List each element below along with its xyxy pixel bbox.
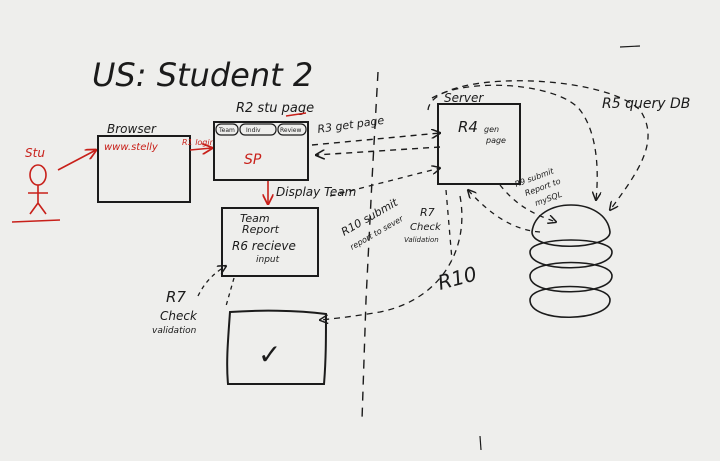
tab-team: Team <box>215 123 239 136</box>
db-layer-2 <box>529 239 613 269</box>
diagram-title: US: Student 2 <box>92 56 313 94</box>
r5-arc-outer <box>427 80 649 210</box>
browser-to-page-arrow <box>189 148 212 150</box>
r3-label: R3 get page <box>317 114 386 136</box>
db-layer-3 <box>529 261 613 293</box>
validation-box: ✓ <box>226 309 328 385</box>
title-mark <box>619 45 641 48</box>
team-report-line2: Report <box>242 223 280 236</box>
r10-submit-arrow <box>329 168 440 197</box>
tab-team-label: Team <box>218 127 235 134</box>
team-to-validation-line <box>225 277 235 307</box>
r10-big-label: R10 <box>435 261 479 294</box>
server-page: page <box>485 136 506 145</box>
server-gen: gen <box>484 125 499 134</box>
actor-body <box>11 185 61 223</box>
database-stack <box>529 204 613 319</box>
r7-left-arrow <box>197 266 226 297</box>
divider-line <box>361 71 379 421</box>
validation-check: ✓ <box>258 338 281 371</box>
db-return-arrow <box>468 190 541 233</box>
student-page-box: R2 stu page Team Indiv Review SP <box>213 101 314 181</box>
r5-arc-inner <box>431 84 597 200</box>
r7-left-2: Check <box>160 309 198 323</box>
tab-indiv-label: Indiv <box>246 127 261 134</box>
actor-label: Stu <box>25 146 45 160</box>
r7-right-1: R7 <box>420 206 435 219</box>
r10-return-arc <box>320 195 463 320</box>
team-report-box: Team Report R6 recieve input <box>221 207 319 277</box>
db-layer-1 <box>531 204 611 247</box>
tab-review-label: Review <box>280 127 302 134</box>
browser-box: Browser www.stelly <box>97 122 191 203</box>
server-box: Server R4 gen page <box>437 91 521 185</box>
browser-url: www.stelly <box>104 142 159 153</box>
r9-arrow <box>499 184 556 222</box>
server-title: Server <box>444 91 484 105</box>
actor-to-browser-arrow <box>57 150 96 171</box>
team-report-line1: Team <box>240 212 270 225</box>
page-body-label: SP <box>244 152 262 168</box>
display-team-label: Display Team <box>276 185 356 199</box>
actor-head <box>29 164 47 186</box>
page-title: R2 stu page <box>236 101 314 116</box>
db-layer-4 <box>529 285 611 319</box>
page-title-underline <box>285 112 307 117</box>
r7-check-arrow <box>445 189 453 261</box>
r7-right-3: Validation <box>404 236 439 244</box>
page-to-server-arrow <box>311 133 440 146</box>
team-report-line4: input <box>256 255 280 265</box>
browser-title: Browser <box>107 122 157 136</box>
team-report-line3: R6 recieve <box>232 239 296 253</box>
server-to-page-arrow <box>316 146 441 155</box>
r7-left-1: R7 <box>166 288 186 306</box>
tab-review: Review <box>277 123 307 136</box>
stray-mark <box>479 435 482 451</box>
server-r4: R4 <box>458 118 478 136</box>
r7-left-3: validation <box>152 326 197 336</box>
r5-label: R5 query DB <box>602 96 690 112</box>
actor-student: Stu <box>11 146 61 223</box>
r7-right-2: Check <box>410 222 442 233</box>
tab-indiv: Indiv <box>239 123 277 136</box>
r1-label: R1 login <box>182 138 215 147</box>
